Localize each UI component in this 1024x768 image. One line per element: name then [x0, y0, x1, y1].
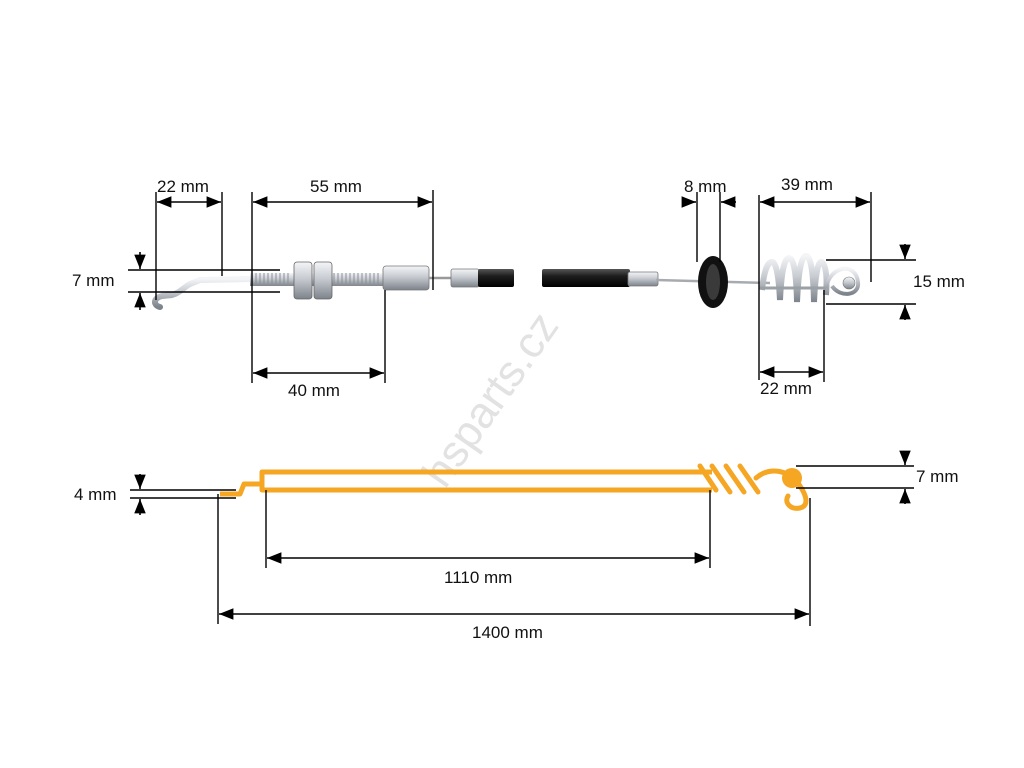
- nut-2: [313, 261, 333, 300]
- schematic-inner-line: [220, 469, 712, 497]
- label-thread-total: 55 mm: [310, 177, 362, 196]
- cable-schematic: [220, 463, 809, 511]
- schematic-end-hook: [753, 468, 809, 511]
- label-thread-length: 40 mm: [288, 381, 340, 400]
- label-inner-length: 1110 mm: [444, 568, 512, 587]
- label-spring-length: 22 mm: [760, 379, 812, 398]
- return-spring: [759, 252, 830, 303]
- right-cable-end: [542, 252, 861, 308]
- label-grommet-width: 8 mm: [684, 177, 727, 196]
- sheath-right: [542, 269, 630, 287]
- left-hook-wire: [152, 276, 255, 310]
- schematic-end-ball: [782, 468, 802, 488]
- label-total-length: 1400 mm: [472, 623, 543, 642]
- ferrule-right: [627, 271, 659, 287]
- left-cable-end: [152, 261, 514, 310]
- schematic-outer-line: [259, 484, 712, 493]
- label-left-offset: 4 mm: [74, 485, 117, 504]
- nut-1: [293, 261, 313, 300]
- ferrule-left: [450, 268, 480, 288]
- barrel-fitting: [382, 265, 430, 291]
- label-spring-total: 39 mm: [781, 175, 833, 194]
- schematic-spring: [697, 463, 761, 495]
- top-dimensions: [128, 190, 916, 383]
- label-hook-height: 7 mm: [72, 271, 115, 290]
- watermark-text: hsparts.cz: [413, 303, 568, 495]
- label-hook-length: 22 mm: [157, 177, 209, 196]
- bottom-dimensions: [130, 450, 914, 626]
- label-right-hook: 7 mm: [916, 467, 959, 486]
- spring-end-loop: [824, 266, 861, 296]
- sheath-left: [478, 269, 514, 287]
- label-spring-height: 15 mm: [913, 272, 965, 291]
